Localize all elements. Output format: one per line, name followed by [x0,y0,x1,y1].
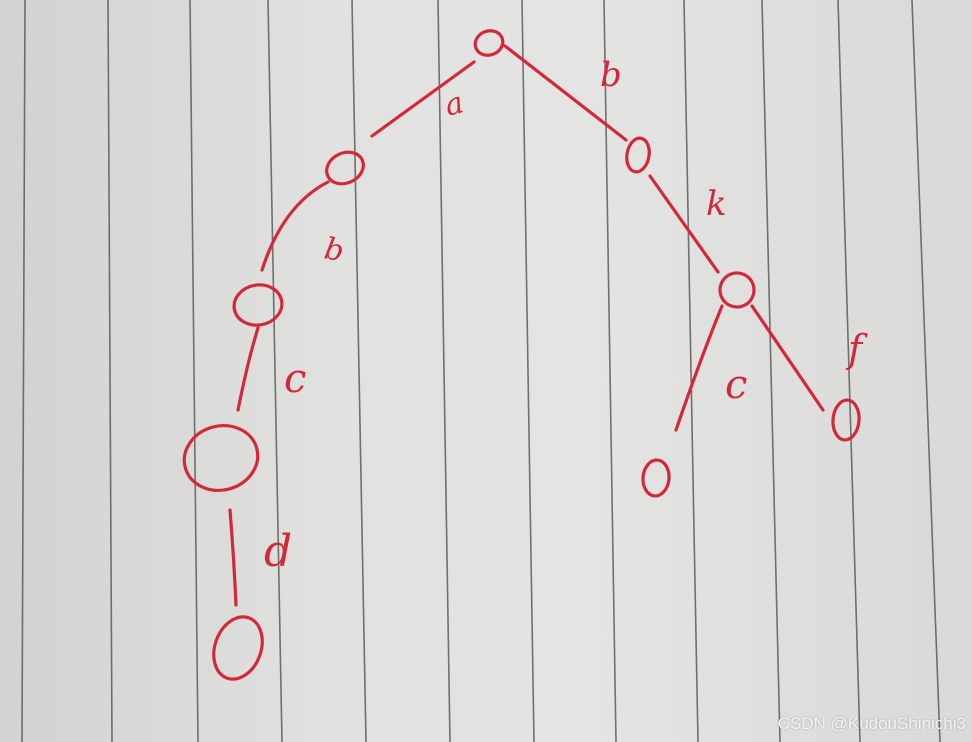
trie-node [182,424,260,492]
trie-edge [260,180,330,272]
watermark: CSDN @KudouShinichi3 [777,714,966,733]
edge-label: k [706,184,727,224]
edge-label: b [600,55,622,95]
ruled-line [107,0,113,742]
trie-node [212,615,264,681]
ruled-line [837,0,861,742]
ruled-line [521,0,535,742]
trie-node [831,398,861,442]
trie-node [718,271,756,309]
ruled-line [351,0,367,742]
trie-edge [236,326,260,412]
ruled-line [683,0,699,742]
ruled-line [437,0,451,742]
trie-node [625,136,651,174]
edge-label: a [441,85,467,123]
trie-node [232,283,284,327]
trie-edge [648,174,720,274]
trie-node [473,29,505,57]
trie-edge [750,304,825,412]
edge-label: f [845,327,868,371]
trie-nodes [182,29,861,681]
trie-edge [370,60,476,138]
edge-label: b [322,231,347,269]
trie-edge [228,508,238,607]
ruled-line [761,0,781,742]
trie-edge [674,304,724,432]
ruled-line [911,0,941,742]
edge-label: c [284,356,306,402]
ruled-lines [21,0,941,742]
ruled-line [189,0,199,742]
trie-edge [503,44,628,142]
ruled-line [21,0,26,742]
trie-node [325,150,365,186]
ruled-line [267,0,283,742]
ruled-line [603,0,617,742]
edge-label: c [725,362,747,408]
trie-node [641,458,671,498]
edge-label: d [264,526,292,577]
trie-edges [228,44,825,607]
